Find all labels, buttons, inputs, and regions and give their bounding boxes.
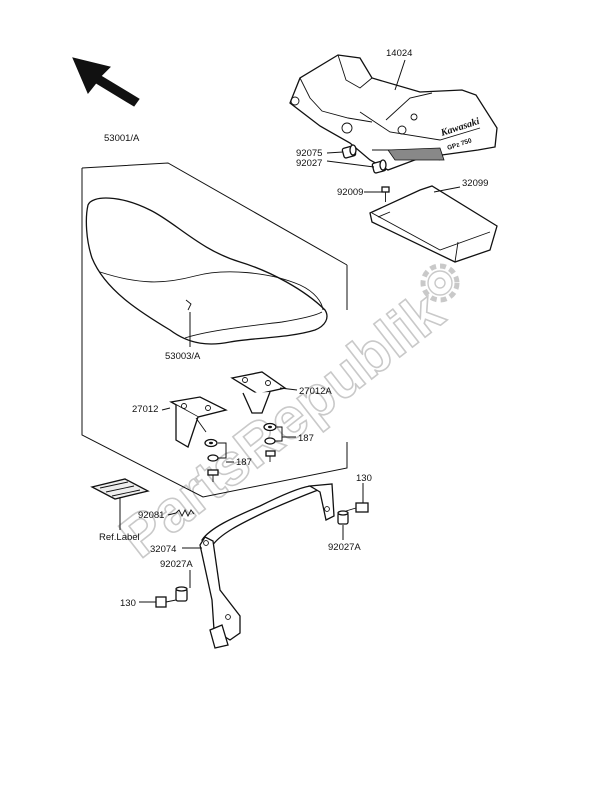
label-92081: 92081 [138, 510, 164, 521]
label-92027A-right: 92027A [328, 542, 361, 553]
label-27012A: 27012A [299, 386, 332, 397]
label-92075: 92075 [296, 148, 322, 159]
grommet-92075 [341, 144, 357, 159]
spring-92081 [175, 508, 195, 518]
label-187-left: 187 [236, 457, 252, 468]
label-53003A: 53003/A [165, 351, 201, 362]
part-labels: 14024 53001/A 92075 92027 92009 32099 53… [99, 48, 488, 609]
label-92027: 92027 [296, 158, 322, 169]
front-direction-arrow-icon [72, 57, 140, 107]
tray-32099 [369, 185, 498, 263]
label-130-right: 130 [356, 473, 372, 484]
tail-cover-14024: Kawasaki GPz 750 [289, 54, 498, 171]
gear-watermark-icon [420, 263, 460, 303]
washer-bolt-187-right [263, 422, 277, 462]
label-187-right: 187 [298, 433, 314, 444]
seat-assembly-frame [81, 162, 348, 498]
collar-92027 [371, 159, 387, 174]
screw-92009 [381, 186, 390, 202]
label-130-left: 130 [120, 598, 136, 609]
bolt-130-left [155, 596, 177, 608]
collar-92027A-right [337, 510, 349, 525]
label-32099: 32099 [462, 178, 488, 189]
label-92027A-left: 92027A [160, 559, 193, 570]
leader-lines [119, 59, 461, 603]
label-ref-label: Ref.Label [99, 532, 140, 543]
label-53001A: 53001/A [104, 133, 140, 144]
bolt-130-right [345, 502, 369, 513]
label-14024: 14024 [386, 48, 412, 59]
label-92009: 92009 [337, 187, 363, 198]
label-32074: 32074 [150, 544, 176, 555]
label-27012: 27012 [132, 404, 158, 415]
seat [85, 197, 328, 345]
ref-label-sticker [90, 478, 150, 500]
seat-bracket-27012 [169, 396, 228, 448]
seat-bracket-32074 [199, 483, 335, 649]
seat-bracket-27012A [230, 371, 287, 414]
collar-92027A-left [175, 586, 188, 602]
